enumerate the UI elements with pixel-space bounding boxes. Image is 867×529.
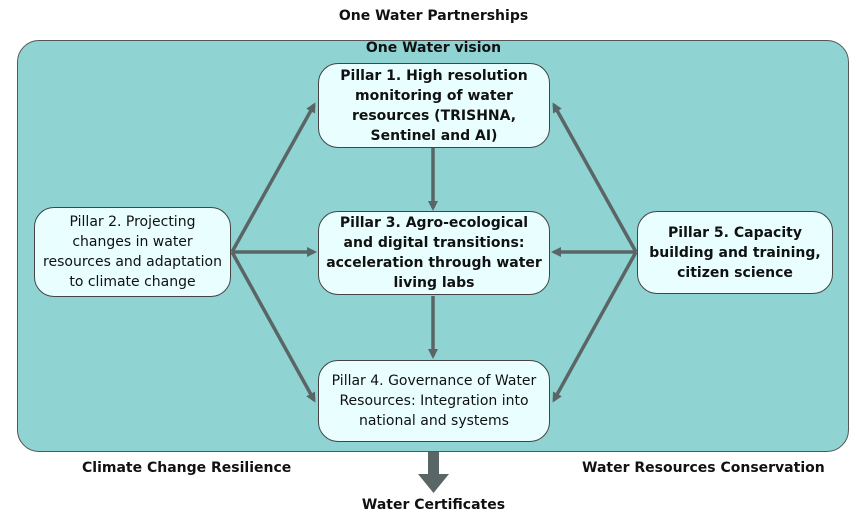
arrow-p2-to-p1 (230, 102, 316, 253)
pillar-1-box: Pillar 1. High resolution monitoring of … (318, 63, 550, 148)
water-certificates-label: Water Certificates (361, 497, 506, 513)
pillar-2-box: Pillar 2. Projecting changes in water re… (34, 207, 231, 297)
pillar-2-text: Pillar 2. Projecting changes in water re… (43, 214, 222, 290)
pillar-3-box: Pillar 3. Agro-ecological and digital tr… (318, 211, 550, 295)
pillar-4-text: Pillar 4. Governance of Water Resources:… (331, 373, 537, 429)
water-conservation-label: Water Resources Conservation (582, 460, 825, 476)
pillar-3-text: Pillar 3. Agro-ecological and digital tr… (326, 215, 542, 291)
climate-resilience-label: Climate Change Resilience (82, 460, 292, 476)
pillar-1-text: Pillar 1. High resolution monitoring of … (340, 67, 528, 144)
arrow-p2-to-p4 (230, 251, 316, 403)
pillar-5-text: Pillar 5. Capacity building and training… (649, 224, 821, 281)
pillar-4-box: Pillar 4. Governance of Water Resources:… (318, 360, 550, 442)
top-label: One Water Partnerships (338, 8, 529, 24)
down-arrow-to-certificates (418, 452, 449, 493)
vision-label: One Water vision (365, 40, 502, 56)
arrow-p5-to-p1 (552, 102, 638, 253)
pillar-5-box: Pillar 5. Capacity building and training… (637, 211, 833, 294)
arrow-p5-to-p4 (552, 251, 638, 403)
